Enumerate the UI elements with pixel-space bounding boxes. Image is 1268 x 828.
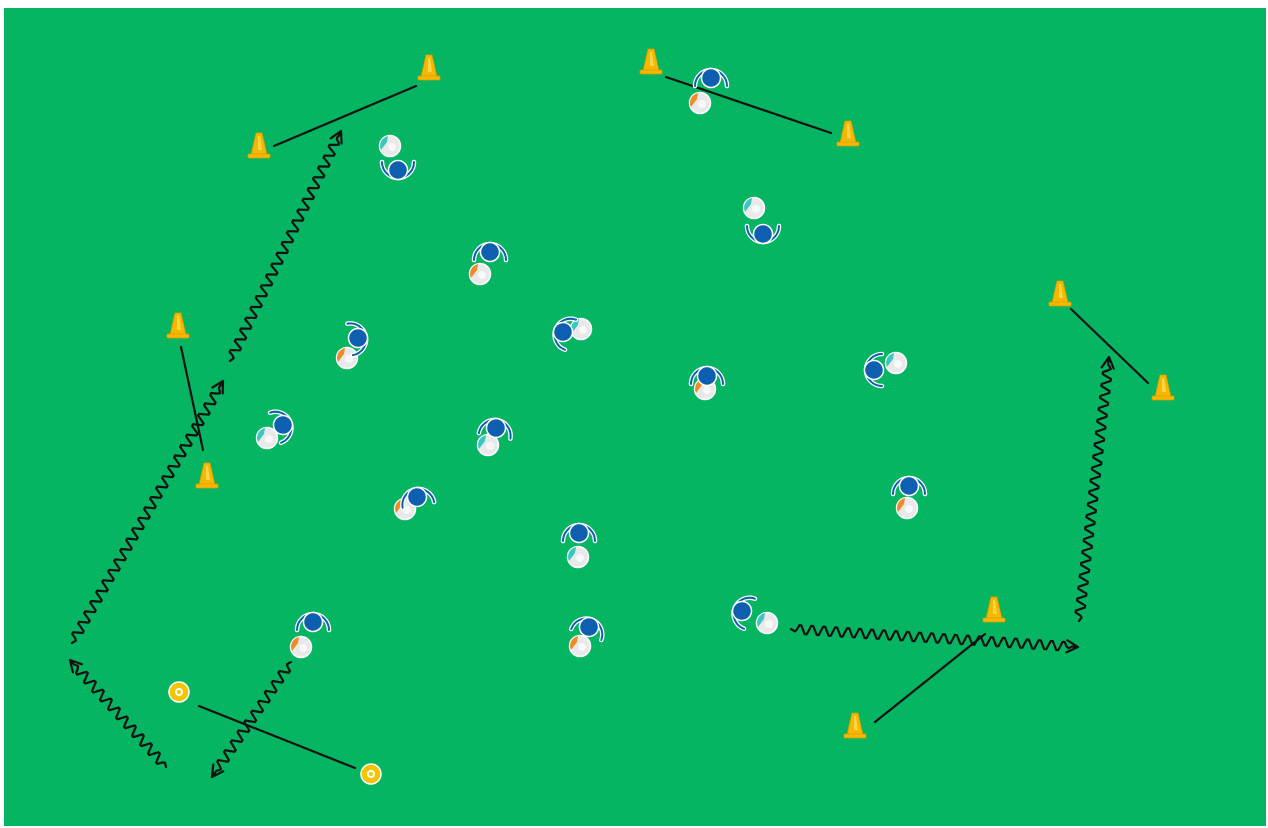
ball-icon [470, 264, 491, 285]
ball-icon [291, 637, 312, 658]
disc-marker-icon [361, 764, 381, 784]
pitch-surface [4, 8, 1266, 826]
ball-icon [690, 93, 711, 114]
ball-icon [571, 319, 592, 340]
ball-icon [337, 348, 358, 369]
ball-icon [757, 613, 778, 634]
ball-icon [257, 428, 278, 449]
ball-icon [568, 547, 589, 568]
ball-icon [570, 636, 591, 657]
ball-icon [897, 498, 918, 519]
ball-icon [886, 353, 907, 374]
disc-marker-icon [169, 682, 189, 702]
ball-icon [380, 136, 401, 157]
ball-icon [744, 198, 765, 219]
